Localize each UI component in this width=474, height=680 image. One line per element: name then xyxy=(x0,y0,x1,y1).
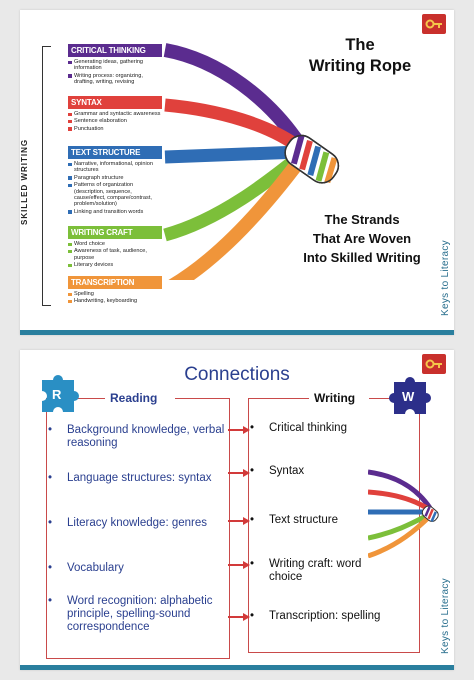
box-top-border xyxy=(249,398,309,399)
strand-writing-craft: WRITING CRAFT Word choice Awareness of t… xyxy=(68,226,162,270)
reading-item: • Vocabulary xyxy=(48,562,227,575)
strand-heading: SYNTAX xyxy=(68,96,162,109)
strand-item: Spelling xyxy=(68,291,162,297)
strand-item: Sentence elaboration xyxy=(68,118,162,124)
strand-item: Literary devices xyxy=(68,262,162,268)
keys-to-literacy-logo xyxy=(422,14,446,34)
writing-item-text: Transcription: spelling xyxy=(269,610,381,622)
small-rope-illustration xyxy=(368,469,439,558)
writing-item: • Transcription: spelling xyxy=(250,610,389,623)
writing-item: • Text structure xyxy=(250,514,389,527)
connection-arrow-icon xyxy=(228,469,250,477)
reading-item-text: Background knowledge, verbal reasoning xyxy=(67,424,225,449)
skilled-writing-label: SKILLED WRITING xyxy=(20,138,29,226)
bullet: • xyxy=(250,514,255,526)
skilled-writing-bracket xyxy=(42,46,51,306)
reading-item-text: Vocabulary xyxy=(67,562,124,574)
box-top-border xyxy=(369,398,399,399)
strand-item: Handwriting, keyboarding xyxy=(68,298,162,304)
strand-text-structure: TEXT STRUCTURE Narrative, informational,… xyxy=(68,146,162,216)
brand-label: Keys to Literacy xyxy=(440,578,451,654)
box-top-border xyxy=(175,398,229,399)
writing-item-text: Critical thinking xyxy=(269,422,347,434)
writing-item-text: Text structure xyxy=(269,514,339,526)
connection-arrow-icon xyxy=(228,561,250,569)
reading-item: • Literacy knowledge: genres xyxy=(48,517,227,530)
keys-to-literacy-logo xyxy=(422,354,446,374)
bullet: • xyxy=(48,562,53,574)
writing-item: • Writing craft: word choice xyxy=(250,558,389,584)
reading-header: Reading xyxy=(107,391,161,405)
writing-header: Writing xyxy=(311,391,359,405)
strand-heading: CRITICAL THINKING xyxy=(68,44,162,57)
connection-arrow-icon xyxy=(228,426,250,434)
bullet: • xyxy=(250,558,255,570)
strand-critical-thinking: CRITICAL THINKING Generating ideas, gath… xyxy=(68,44,162,87)
bullet: • xyxy=(48,517,53,529)
reading-item-text: Word recognition: alphabetic principle, … xyxy=(67,595,213,633)
strand-item: Word choice xyxy=(68,241,162,247)
connection-arrow-icon xyxy=(228,517,250,525)
rope-subtitle: The Strands That Are Woven Into Skilled … xyxy=(282,210,442,267)
bullet: • xyxy=(48,595,53,607)
writing-rope-slide: SKILLED WRITING CRITICAL THINKING Genera… xyxy=(20,10,454,335)
bullet: • xyxy=(250,465,255,477)
writing-rope-illustration xyxy=(163,43,340,280)
strand-item: Awareness of task, audience, purpose xyxy=(68,248,162,261)
bullet: • xyxy=(250,610,255,622)
reading-item-text: Language structures: syntax xyxy=(67,472,212,484)
connection-arrow-icon xyxy=(228,613,250,621)
subtitle-line: The Strands xyxy=(324,212,400,227)
strand-item: Writing process: organizing, drafting, w… xyxy=(68,73,162,86)
strand-item: Patterns of organization (description, s… xyxy=(68,182,162,208)
subtitle-line: Into Skilled Writing xyxy=(303,250,421,265)
writing-item-text: Writing craft: word choice xyxy=(269,558,362,583)
strand-item: Grammar and syntactic awareness xyxy=(68,111,162,117)
writing-box: Writing • Critical thinking • Syntax • T… xyxy=(248,391,420,653)
strand-heading: TEXT STRUCTURE xyxy=(68,146,162,159)
strand-item: Generating ideas, gathering information xyxy=(68,59,162,72)
connections-slide: Connections Reading • Background knowled… xyxy=(20,350,454,670)
brand-label: Keys to Literacy xyxy=(440,240,451,316)
reading-item: • Language structures: syntax xyxy=(48,472,227,485)
bullet: • xyxy=(48,424,53,436)
connections-title: Connections xyxy=(184,364,290,385)
strand-heading: WRITING CRAFT xyxy=(68,226,162,239)
title-line: Writing Rope xyxy=(308,57,412,75)
reading-item: • Background knowledge, verbal reasoning xyxy=(48,424,227,450)
reading-box: Reading • Background knowledge, verbal r… xyxy=(46,391,230,659)
bullet: • xyxy=(48,472,53,484)
strand-syntax: SYNTAX Grammar and syntactic awareness S… xyxy=(68,96,162,133)
strand-item: Narrative, informational, opinion struct… xyxy=(68,161,162,174)
reading-item-text: Literacy knowledge: genres xyxy=(67,517,207,529)
puzzle-letter: W xyxy=(402,389,415,404)
slide-bottom-bar xyxy=(20,665,454,670)
rope-title: The Writing Rope xyxy=(290,35,430,77)
strand-item: Linking and transition words xyxy=(68,209,162,215)
writing-item: • Syntax xyxy=(250,465,389,478)
bullet: • xyxy=(250,422,255,434)
slide-bottom-bar xyxy=(20,330,454,335)
strand-item: Paragraph structure xyxy=(68,175,162,181)
strand-transcription: TRANSCRIPTION Spelling Handwriting, keyb… xyxy=(68,276,162,306)
writing-item: • Critical thinking xyxy=(250,422,389,435)
subtitle-line: That Are Woven xyxy=(312,231,412,246)
puzzle-letter: R xyxy=(52,387,62,402)
strand-item: Punctuation xyxy=(68,126,162,132)
strand-heading: TRANSCRIPTION xyxy=(68,276,162,289)
title-line: The xyxy=(345,36,375,54)
writing-item-text: Syntax xyxy=(269,465,305,477)
reading-item: • Word recognition: alphabetic principle… xyxy=(48,595,227,634)
